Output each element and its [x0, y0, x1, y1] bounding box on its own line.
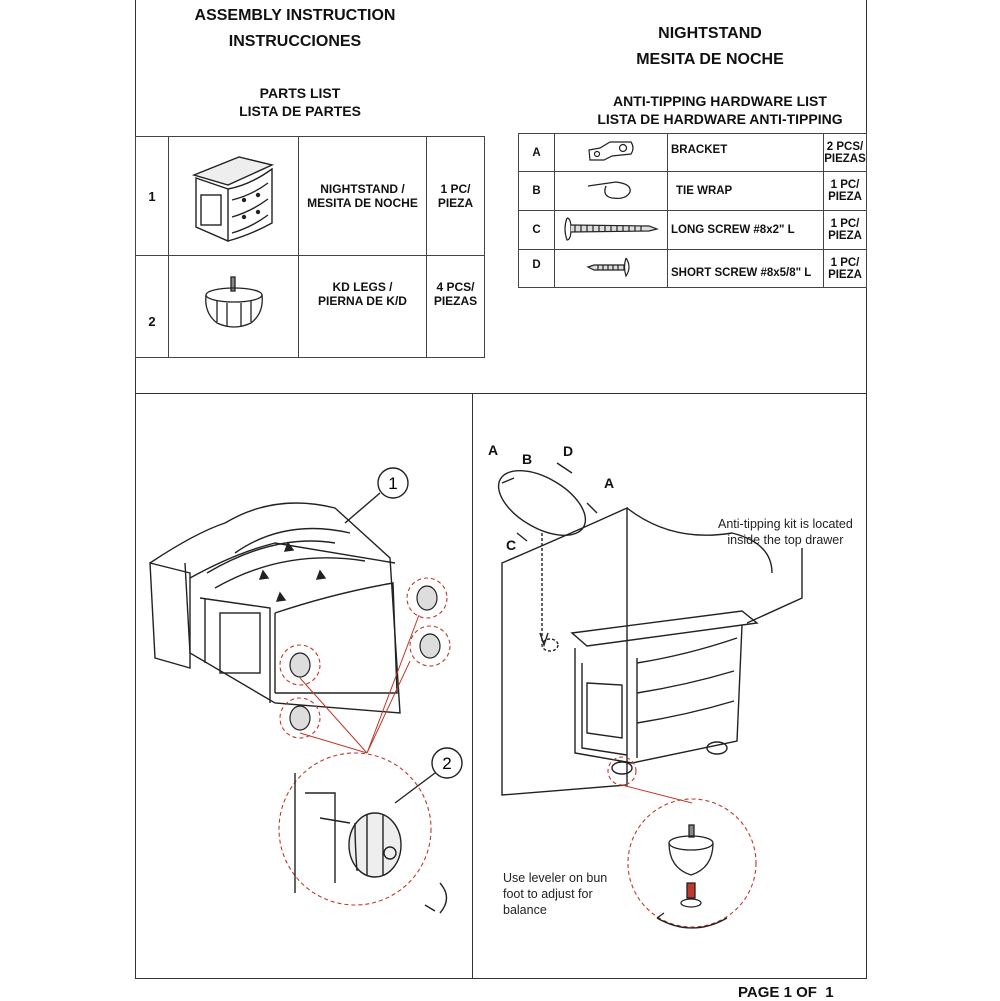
label-a-right: A — [604, 475, 614, 491]
hardware-name: BRACKET — [667, 133, 824, 172]
part-qty: 1 PC/PIEZA — [426, 136, 485, 256]
part-name-line1: KD LEGS / — [332, 280, 393, 294]
hardware-name: TIE WRAP — [667, 171, 824, 211]
table-row: A BRACKET 2 PCS/PIEZAS — [518, 133, 867, 172]
hardware-qty: 1 PC/PIEZA — [823, 210, 867, 250]
hardware-letter: C — [518, 210, 555, 250]
hardware-qty-line2: PIEZA — [828, 268, 862, 281]
bun-foot-drawing — [204, 276, 263, 328]
hardware-qty-line2: PIEZA — [828, 230, 862, 242]
hardware-table: A BRACKET 2 PCS/PIEZAS B TIE WRAP 1 PC/P… — [518, 133, 867, 288]
long-screw-icon — [554, 210, 668, 250]
part-qty: 4 PCS/PIEZAS — [426, 255, 485, 358]
label-d: D — [563, 443, 573, 459]
part-name-line2: PIERNA DE K/D — [318, 294, 407, 308]
part-name: KD LEGS /PIERNA DE K/D — [298, 255, 427, 358]
hardware-qty-line2: PIEZA — [828, 191, 862, 203]
label-b: B — [522, 451, 532, 467]
hardware-qty: 1 PC/PIEZA — [823, 171, 867, 211]
hardware-qty-line1: 1 PC/ — [830, 256, 860, 269]
part-number: 2 — [135, 255, 169, 358]
hardware-name: LONG SCREW #8x2" L — [667, 210, 824, 250]
bun-foot-leg-icon — [168, 255, 299, 358]
table-row: D SHORT SCREW #8x5/8" L 1 PC/PIEZA — [518, 249, 867, 288]
note-leveler-line1: Use leveler on bun — [503, 871, 608, 885]
nightstand-icon — [168, 136, 299, 256]
step2-panel — [472, 393, 867, 979]
part-qty-line1: 1 PC/ — [440, 182, 471, 196]
short-screw-drawing — [586, 257, 630, 278]
bun-foot — [289, 585, 441, 731]
note-kit-line2: inside the top drawer — [727, 533, 844, 547]
title-en: ASSEMBLY INSTRUCTION — [194, 7, 396, 24]
hardware-qty: 2 PCS/PIEZAS — [823, 133, 867, 172]
nightstand-drawing — [191, 155, 274, 242]
title-es: INSTRUCCIONES — [228, 33, 362, 50]
part-qty-line2: PIEZAS — [433, 294, 478, 308]
title-block: ASSEMBLY INSTRUCTION INSTRUCCIONES — [140, 3, 450, 55]
part-name: NIGHTSTAND /MESITA DE NOCHE — [298, 136, 427, 256]
part-qty-line2: PIEZA — [437, 196, 474, 210]
table-row: B TIE WRAP 1 PC/PIEZA — [518, 171, 867, 211]
table-row: 2 KD LEGS /PIERNA DE K/D 4 PCS/PIEZAS — [135, 255, 485, 358]
note-leveler-line3: balance — [503, 903, 547, 917]
part-qty-line1: 4 PCS/ — [436, 280, 475, 294]
part-number: 1 — [135, 136, 169, 256]
step2-anti-tip-illustration: A B D A C — [488, 442, 803, 929]
hardware-qty-line2: PIEZAS — [824, 152, 866, 165]
hardware-letter: D — [518, 249, 555, 288]
parts-list-title-en: PARTS LIST — [259, 85, 341, 101]
parts-list-title-es: LISTA DE PARTES — [239, 103, 361, 119]
hardware-qty-line1: 1 PC/ — [830, 218, 860, 230]
hardware-list-title: ANTI-TIPPING HARDWARE LIST LISTA DE HARD… — [560, 92, 880, 128]
hardware-qty-line1: 2 PCS/ — [826, 140, 864, 153]
table-row: C LONG SCREW #8x2" L 1 PC/PIEZA — [518, 210, 867, 250]
tie-wrap-drawing — [587, 180, 631, 199]
note-leveler: Use leveler on bun foot to adjust for ba… — [503, 870, 607, 918]
note-kit-location: Anti-tipping kit is located inside the t… — [718, 516, 853, 548]
hardware-qty-line1: 1 PC/ — [830, 179, 860, 191]
callout-1: 1 — [388, 474, 397, 493]
hardware-list-title-es: LISTA DE HARDWARE ANTI-TIPPING — [597, 111, 843, 127]
part-name-line1: NIGHTSTAND / — [320, 182, 405, 196]
label-c: C — [506, 537, 516, 553]
label-a-left: A — [488, 442, 498, 458]
product-title: NIGHTSTAND MESITA DE NOCHE — [580, 21, 840, 73]
part-name-line2: MESITA DE NOCHE — [307, 196, 418, 210]
product-es: MESITA DE NOCHE — [636, 51, 784, 68]
table-row: 1 NIGHTSTAND /MESITA DE NOCHE 1 PC/PIEZA — [135, 136, 485, 256]
hardware-letter: B — [518, 171, 555, 211]
note-leveler-line2: foot to adjust for — [503, 887, 593, 901]
hardware-name: SHORT SCREW #8x5/8" L — [667, 249, 824, 288]
bracket-drawing — [588, 141, 634, 161]
note-kit-line1: Anti-tipping kit is located — [718, 517, 853, 531]
step1-leg-assembly-illustration: 1 2 — [149, 467, 463, 914]
page-number: PAGE 1 OF 1 — [738, 984, 834, 1001]
bracket-icon — [554, 133, 668, 172]
tie-wrap-icon — [554, 171, 668, 211]
callout-2: 2 — [442, 754, 451, 773]
parts-table: 1 NIGHTSTAND /MESITA DE NOCHE 1 PC/PIEZA… — [135, 136, 485, 358]
parts-list-title: PARTS LIST LISTA DE PARTES — [180, 84, 420, 120]
short-screw-icon — [554, 249, 668, 288]
long-screw-drawing — [564, 216, 660, 241]
product-en: NIGHTSTAND — [658, 25, 762, 42]
hardware-list-title-en: ANTI-TIPPING HARDWARE LIST — [613, 93, 827, 109]
hardware-qty: 1 PC/PIEZA — [823, 249, 867, 288]
hardware-letter: A — [518, 133, 555, 172]
